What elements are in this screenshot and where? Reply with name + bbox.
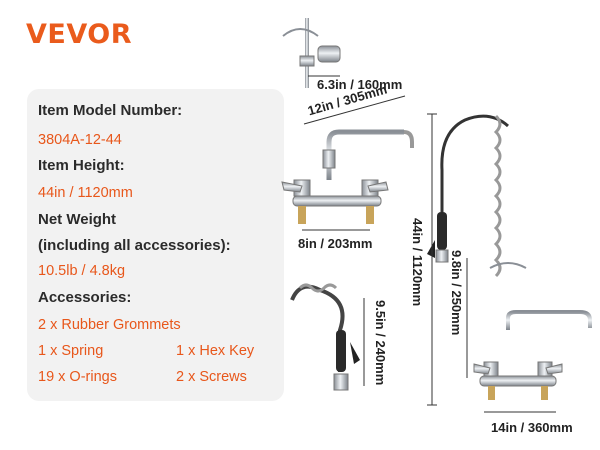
weight-label: Net Weight <box>38 211 117 228</box>
dim-total-height: 44in / 1120mm <box>410 218 425 307</box>
height-label: Item Height: <box>38 157 125 174</box>
accessory-screws: 2 x Screws <box>176 369 247 385</box>
accessories-label: Accessories: <box>38 289 132 306</box>
model-value: 3804A-12-44 <box>38 132 122 148</box>
dim-center: 8in / 203mm <box>298 236 373 251</box>
height-value: 44in / 1120mm <box>38 185 133 201</box>
weight-note: (including all accessories): <box>38 237 231 254</box>
dim-sprayer-height: 9.8in / 250mm <box>449 250 464 336</box>
pre-rinse-faucet-image <box>427 113 592 413</box>
weight-value: 10.5lb / 4.8kg <box>38 263 126 279</box>
model-label: Item Model Number: <box>38 102 183 119</box>
spring-hose-image <box>290 283 365 391</box>
accessory-hex-key: 1 x Hex Key <box>176 343 255 359</box>
accessory-spring: 1 x Spring <box>38 343 104 359</box>
dim-bracket: 6.3in / 160mm <box>317 77 403 92</box>
dim-base-width: 14in / 360mm <box>491 420 573 435</box>
deck-faucet-image <box>281 95 414 231</box>
accessory-grommets: 2 x Rubber Grommets <box>38 317 181 333</box>
vevor-logo: VEVOR <box>26 19 133 50</box>
accessory-o-rings: 19 x O-rings <box>38 369 117 385</box>
wall-bracket-image <box>282 18 341 88</box>
specs-panel <box>27 89 284 401</box>
dim-hose: 9.5in / 240mm <box>373 300 388 386</box>
